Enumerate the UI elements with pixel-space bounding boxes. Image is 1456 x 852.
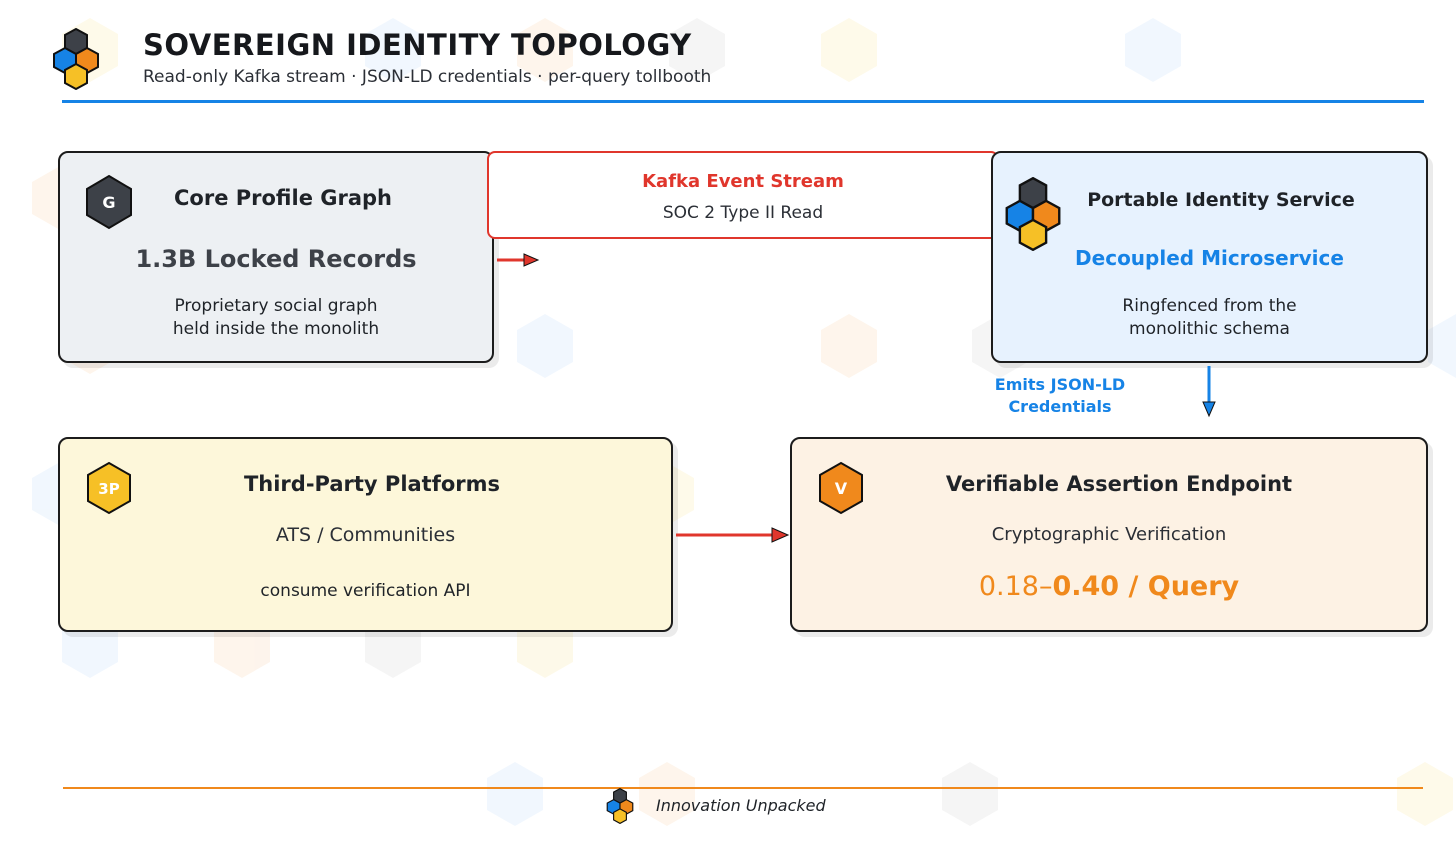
portable-to-verify-arrow bbox=[1202, 366, 1216, 418]
graph-badge-label: G bbox=[102, 193, 115, 212]
verify-badge-icon: V bbox=[819, 461, 863, 515]
core-card-title: Core Profile Graph bbox=[174, 186, 392, 210]
footer-brand: Innovation Unpacked bbox=[656, 796, 826, 815]
portable-card-desc-line2: monolithic schema bbox=[1129, 319, 1290, 339]
emits-label-line2: Credentials bbox=[1008, 397, 1112, 416]
price-range-start: 0.18– bbox=[978, 571, 1053, 602]
verifiable-assertion-endpoint-card bbox=[790, 437, 1428, 632]
third-party-card-subtitle: ATS / Communities bbox=[275, 524, 456, 546]
price-range-end: 0.40 / Query bbox=[1052, 571, 1240, 602]
page-subtitle: Read-only Kafka stream · JSON-LD credent… bbox=[143, 67, 712, 87]
core-to-kafka-arrow bbox=[497, 253, 540, 267]
third-party-card-desc: consume verification API bbox=[260, 581, 471, 601]
kafka-card-title: Kafka Event Stream bbox=[642, 171, 844, 192]
core-card-desc-line1: Proprietary social graph bbox=[174, 296, 378, 316]
core-profile-graph-card bbox=[58, 151, 494, 363]
portable-card-title: Portable Identity Service bbox=[1087, 189, 1355, 211]
kafka-card-subtitle: SOC 2 Type II Read bbox=[662, 203, 824, 223]
third-party-badge-label: 3P bbox=[98, 480, 119, 498]
portable-card-desc-line1: Ringfenced from the bbox=[1122, 296, 1297, 316]
identity-service-icon bbox=[1005, 177, 1061, 251]
third-party-to-verify-arrow bbox=[676, 527, 790, 543]
portable-identity-service-card bbox=[991, 151, 1428, 363]
verify-card-title: Verifiable Assertion Endpoint bbox=[945, 472, 1293, 496]
verify-card-price: 0.18–0.40 / Query bbox=[790, 571, 1428, 602]
third-party-badge-icon: 3P bbox=[87, 461, 131, 515]
core-card-desc-line2: held inside the monolith bbox=[172, 319, 380, 339]
page-title: SOVEREIGN IDENTITY TOPOLOGY bbox=[143, 28, 692, 62]
brand-logo-icon bbox=[53, 28, 99, 90]
verify-badge-label: V bbox=[835, 479, 848, 498]
third-party-card-title: Third-Party Platforms bbox=[243, 472, 501, 496]
verify-card-subtitle: Cryptographic Verification bbox=[991, 524, 1227, 545]
third-party-platforms-card bbox=[58, 437, 673, 632]
core-card-metric: 1.3B Locked Records bbox=[135, 245, 417, 273]
footer-divider bbox=[63, 787, 1423, 789]
kafka-event-stream-card bbox=[487, 151, 999, 239]
portable-card-metric: Decoupled Microservice bbox=[1075, 246, 1344, 270]
graph-badge-icon: G bbox=[86, 174, 132, 230]
emits-label-line1: Emits JSON-LD bbox=[994, 375, 1126, 394]
header-divider bbox=[62, 100, 1424, 103]
footer-logo-icon bbox=[606, 788, 634, 824]
